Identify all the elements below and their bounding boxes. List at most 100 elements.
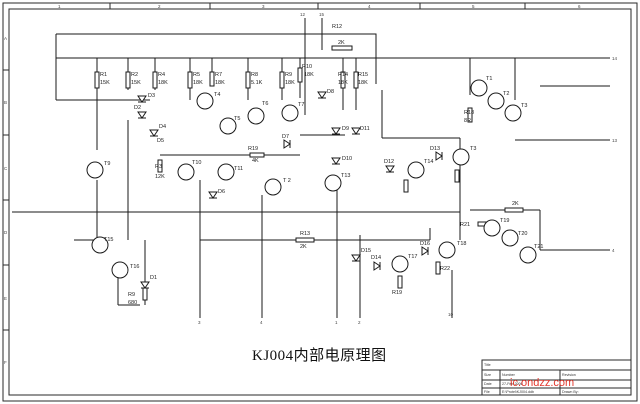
resistor-r8 (245, 71, 251, 89)
pin-15: 15 (319, 12, 325, 17)
left-border-ticks: A B C D E F (3, 36, 9, 365)
component-labels: R1 15K R2 15K R4 18K R5 18K R7 18K R8 5.… (100, 24, 543, 306)
diode-d4 (149, 129, 159, 137)
transistor-t20 (501, 229, 519, 247)
transistor-t16 (111, 261, 129, 279)
tb-date: Date (484, 382, 492, 386)
diodes (137, 91, 443, 289)
pin-4: 4 (260, 320, 263, 325)
diode-d13 (435, 151, 443, 161)
label-r19-top: R19 (248, 146, 258, 152)
diode-d16 (421, 246, 429, 256)
label-r13: R13 (300, 231, 310, 237)
transistor-t5 (219, 117, 237, 135)
resistors (94, 45, 524, 301)
label-d6: D6 (218, 189, 225, 195)
label-r21: R21 (460, 222, 470, 228)
label-d12: D12 (384, 159, 394, 165)
resistor-r19 (397, 275, 403, 289)
transistor-t17 (391, 255, 409, 273)
label-t20: T20 (518, 231, 527, 237)
resistor-r11 (297, 67, 303, 83)
tick-left-F: F (4, 360, 7, 365)
resistor-r14 (340, 71, 346, 89)
pin-labels: 12 15 3 4 1 2 10 14 13 4 (198, 12, 618, 325)
transistor-t18 (438, 241, 456, 259)
resistor-r13 (295, 237, 315, 243)
pin-3: 3 (198, 320, 201, 325)
resistor-r1 (94, 71, 100, 89)
label-r4-value: 18K (158, 80, 168, 86)
diode-d8 (317, 91, 327, 99)
label-d13: D13 (430, 146, 440, 152)
resistor-r3 (157, 159, 163, 173)
diode-d14 (373, 261, 381, 271)
label-r10-value: 18K (304, 72, 314, 78)
transistor-t10 (177, 163, 195, 181)
resistor-r17 (454, 169, 460, 183)
label-t15: T15 (104, 237, 113, 243)
transistor-t15 (91, 236, 109, 254)
pin-12: 12 (300, 12, 306, 17)
label-r7-value: 18K (215, 80, 225, 86)
label-d2: D2 (134, 105, 141, 111)
label-d15: D15 (361, 248, 371, 254)
resistor-r12 (331, 45, 353, 51)
diode-d2 (137, 111, 147, 119)
diode-d12 (385, 165, 395, 173)
label-t17: T17 (408, 254, 417, 260)
transistor-t1 (470, 79, 488, 97)
diode-d9 (331, 127, 341, 135)
resistor-r7 (209, 71, 215, 87)
label-d11: D11 (360, 126, 370, 132)
label-r12-value: 2K (338, 40, 345, 46)
label-r12: R12 (332, 24, 342, 30)
resistor-r16 (504, 207, 524, 213)
label-d8: D8 (327, 89, 334, 95)
label-t10: T10 (192, 160, 201, 166)
label-d3: D3 (148, 93, 155, 99)
label-t4: T4 (214, 92, 220, 98)
label-t11: T11 (234, 166, 243, 172)
label-d5: D5 (157, 138, 164, 144)
label-t12: T 2 (283, 178, 291, 184)
tb-file: File (484, 390, 490, 394)
diode-d10 (331, 157, 341, 165)
label-r3-value: 12K (155, 174, 165, 180)
label-t14: T14 (424, 159, 433, 165)
label-r2: R2 (131, 72, 138, 78)
label-t2: T2 (503, 91, 509, 97)
label-r1: R1 (100, 72, 107, 78)
tb-title: Title (484, 363, 491, 367)
label-r19-top-value: 4K (252, 158, 259, 164)
label-r1-value: 15K (100, 80, 110, 86)
tb-size: Size (484, 373, 491, 377)
label-d10: D10 (342, 156, 352, 162)
resistor-r15 (353, 71, 359, 89)
label-r9-bottom: R9 (128, 292, 135, 298)
label-r9-bottom-value: 680 (128, 300, 137, 306)
transistor-t13 (324, 174, 342, 192)
label-r14: R14 (338, 72, 348, 78)
diode-d3 (137, 95, 147, 103)
diagram-title: KJ004内部电原理图 (252, 348, 387, 364)
label-d4: D4 (159, 124, 166, 130)
label-r10: R10 (302, 64, 312, 70)
title-block: Title Size Number Revision Date 27-Feb-2… (481, 359, 632, 396)
tb-drawn: Drawn By: (562, 390, 579, 394)
transistor-t3b (452, 148, 470, 166)
tick-top-1: 1 (58, 4, 61, 9)
label-r7: R7 (215, 72, 222, 78)
diode-d6 (208, 191, 218, 199)
label-r22: R22 (440, 266, 450, 272)
tick-left-A: A (4, 36, 7, 41)
diode-d15 (351, 254, 361, 262)
tick-top-6: 6 (578, 4, 581, 9)
label-r8-value: 5.1K (251, 80, 263, 86)
transistor-t19 (483, 219, 501, 237)
resistor-r2 (125, 71, 131, 89)
label-d7: D7 (282, 134, 289, 140)
